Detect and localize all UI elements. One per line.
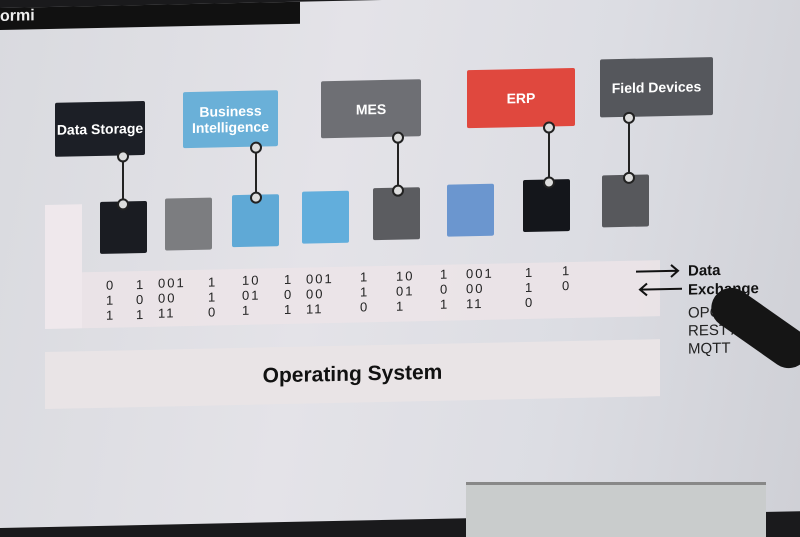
- module-square: [447, 183, 494, 237]
- connector-line: [548, 126, 550, 182]
- binary-digit: 1: [396, 298, 406, 314]
- binary-digit: 1: [284, 301, 294, 318]
- component-mes: MES: [321, 79, 421, 139]
- binary-digit: 11: [158, 305, 176, 321]
- binary-digit: 0: [284, 286, 294, 303]
- bidirectional-arrow-icon: [636, 264, 682, 297]
- binary-digit: 1: [284, 271, 294, 288]
- binary-digit: 0: [136, 291, 146, 307]
- binary-digit: 1: [525, 264, 535, 280]
- connector-line: [122, 155, 124, 204]
- binary-digit: 1: [440, 296, 450, 313]
- connector-dot: [250, 141, 262, 154]
- binary-digit: 1: [208, 274, 218, 290]
- binary-digit: 0: [525, 294, 535, 310]
- binary-digit: 0: [360, 299, 370, 315]
- binary-digit: 1: [136, 276, 146, 292]
- binary-digit: 00: [466, 280, 485, 297]
- binary-digit: 001: [466, 265, 494, 282]
- podium: [466, 482, 766, 537]
- component-data-storage: Data Storage: [55, 100, 145, 157]
- component-field-devices: Field Devices: [600, 57, 713, 118]
- binary-digit: 1: [136, 306, 146, 322]
- title-bar: ormi: [0, 1, 300, 30]
- protocol-mqtt: MQTT: [688, 339, 731, 358]
- binary-digit: 1: [242, 303, 252, 319]
- binary-digit: 1: [106, 307, 116, 323]
- binary-digit: 10: [396, 268, 415, 284]
- binary-digit: 00: [158, 290, 177, 306]
- module-square: [302, 190, 349, 244]
- binary-digit: 1: [208, 289, 218, 305]
- connector-dot: [392, 131, 404, 144]
- left-panel: [45, 204, 82, 330]
- binary-digit: 11: [466, 295, 484, 312]
- binary-digit: 001: [306, 270, 334, 287]
- binary-digit: 0: [562, 278, 572, 294]
- binary-digit: 1: [440, 266, 450, 283]
- binary-digit: 1: [360, 284, 370, 300]
- connector-line: [397, 136, 399, 190]
- connector-line: [628, 116, 630, 177]
- connector-line: [255, 146, 257, 197]
- connector-dot: [623, 111, 635, 124]
- binary-digit: 1: [360, 269, 370, 285]
- component-erp: ERP: [467, 67, 575, 129]
- binary-digit: 001: [158, 275, 186, 291]
- title-fragment: ormi: [0, 7, 35, 26]
- binary-digit: 1: [106, 292, 116, 308]
- binary-digit: 1: [525, 279, 535, 295]
- binary-digit: 0: [106, 277, 116, 293]
- connector-dot: [117, 150, 129, 163]
- binary-digit: 0: [440, 281, 450, 298]
- connector-dot: [543, 121, 555, 134]
- component-business-intelligence: Business Intelligence: [183, 90, 278, 149]
- binary-digit: 1: [562, 263, 572, 279]
- binary-digit: 0: [208, 304, 218, 320]
- binary-digit: 11: [306, 300, 324, 317]
- operating-system-bar: Operating System: [45, 339, 660, 410]
- binary-digit: 01: [396, 283, 415, 299]
- binary-digit: 10: [242, 272, 261, 289]
- module-square: [165, 197, 212, 251]
- binary-digit: 00: [306, 285, 325, 302]
- binary-digit: 01: [242, 287, 261, 304]
